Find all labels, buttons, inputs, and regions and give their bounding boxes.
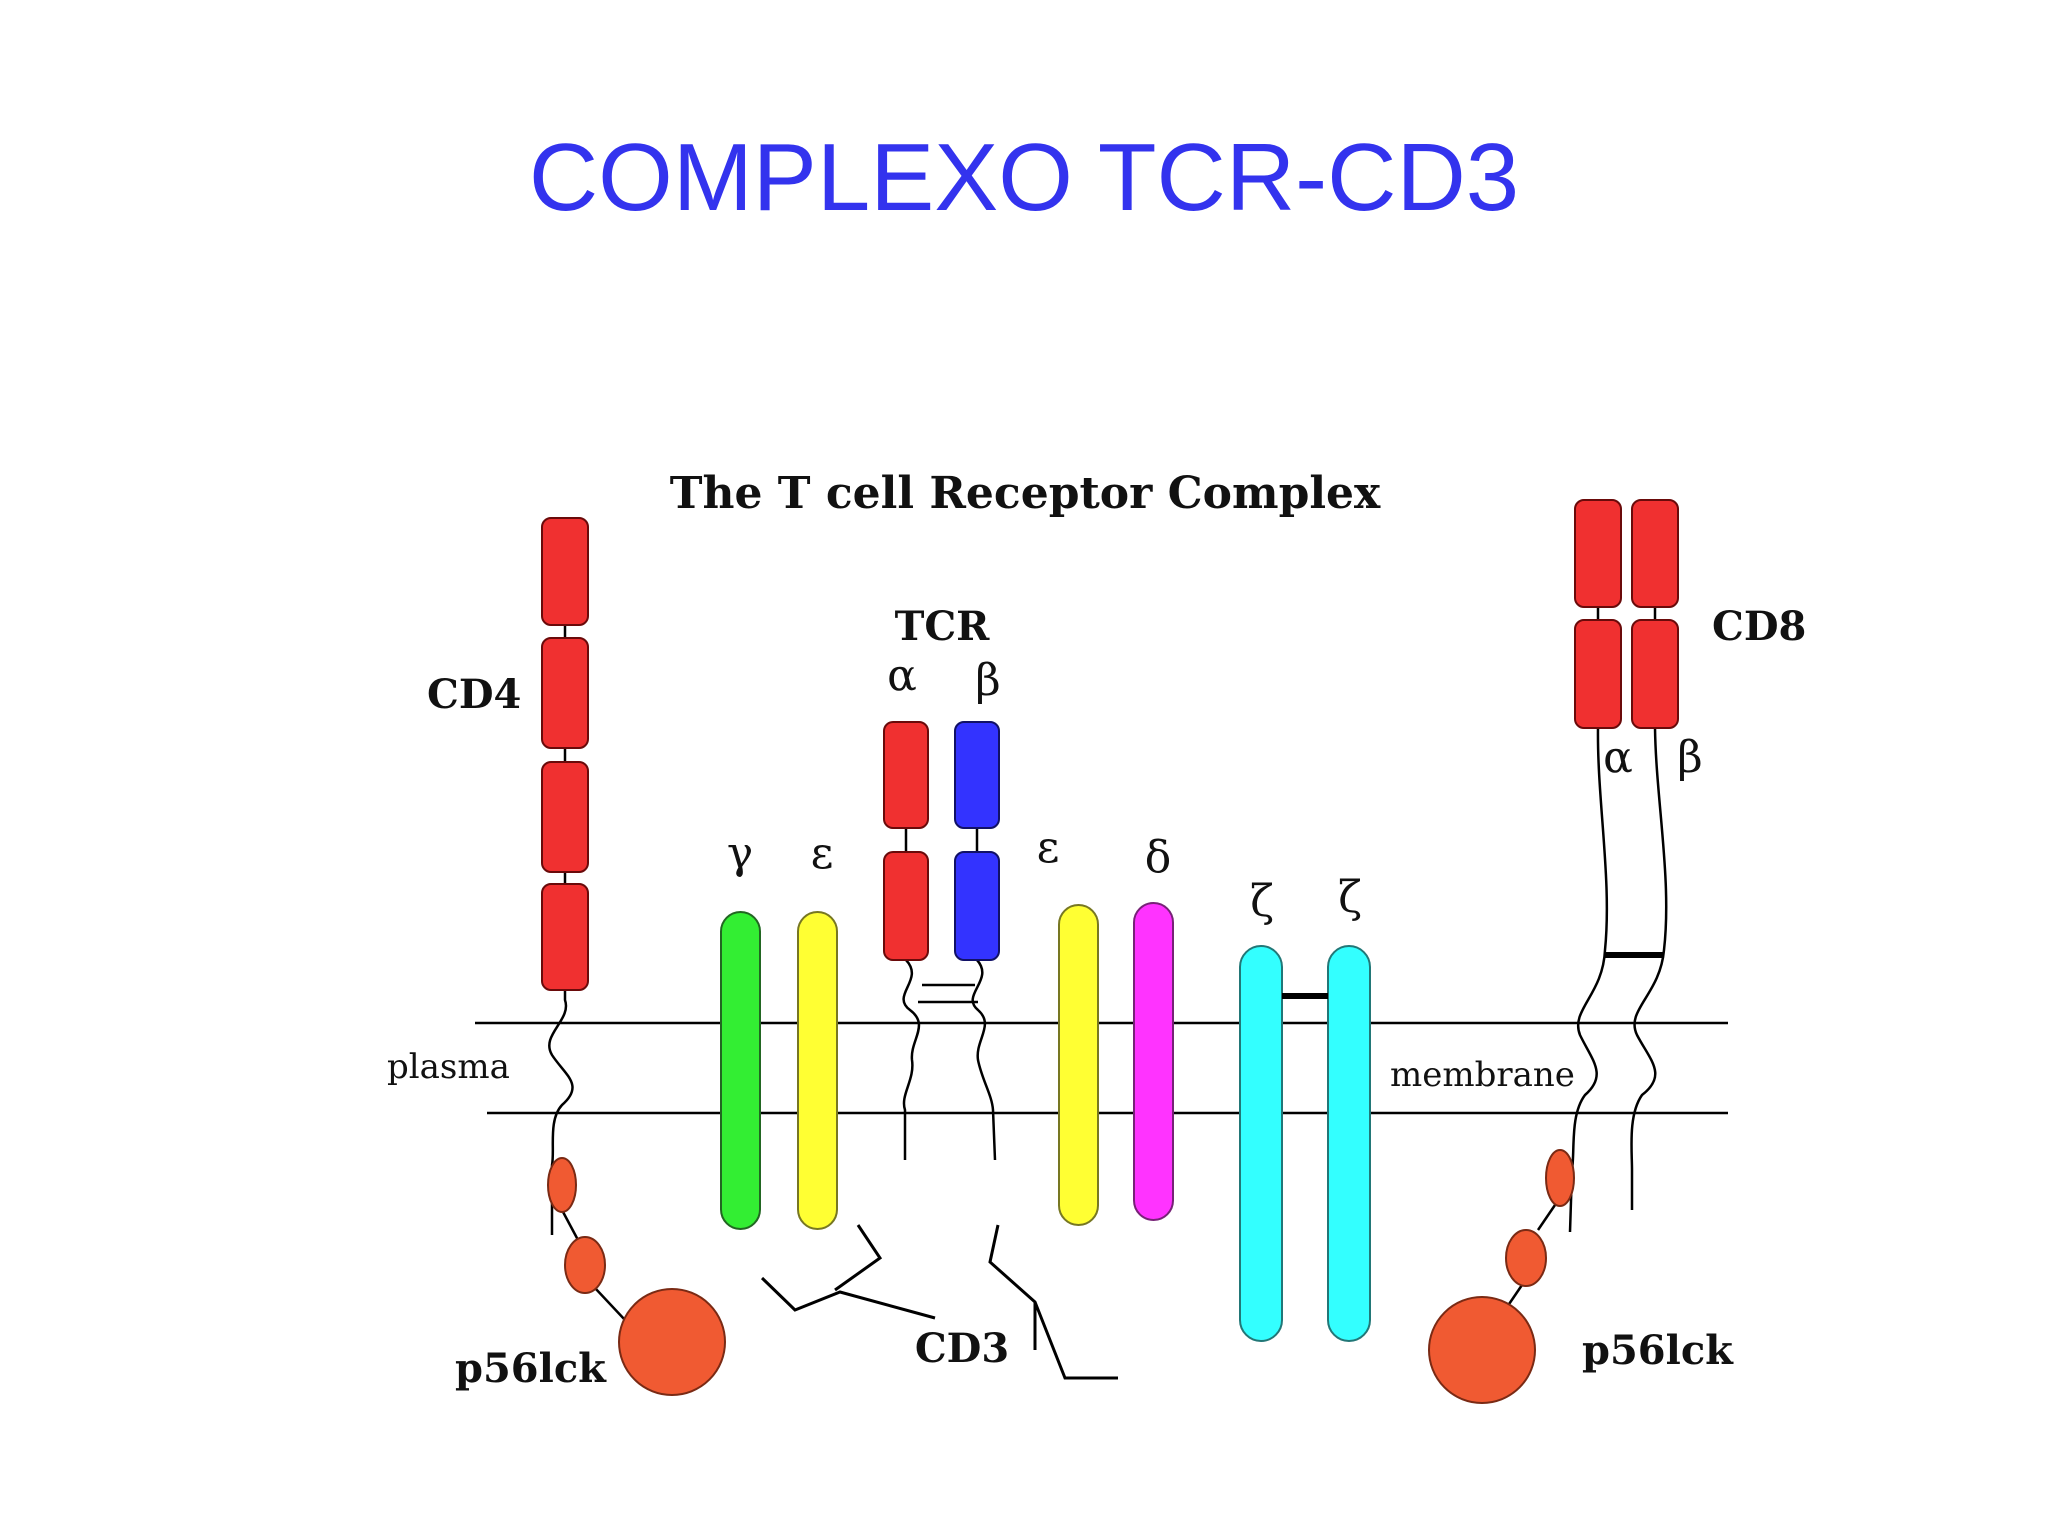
zeta-label-1: ζ: [1250, 876, 1274, 927]
tcr-beta-label: β: [975, 655, 1000, 706]
cd3-epsilon-chain-2: [1058, 904, 1099, 1226]
cd8-beta-domain-1: [1631, 499, 1679, 608]
tcr-alpha-constant: [883, 851, 929, 961]
cd8-label: CD8: [1712, 603, 1806, 650]
lck-domain-right-2: [1505, 1229, 1547, 1287]
zeta-chain-2: [1327, 945, 1371, 1342]
zeta-chain-1: [1239, 945, 1283, 1342]
tcr-label: TCR: [895, 603, 991, 650]
cd4-domain-2: [541, 637, 589, 749]
zeta-label-2: ζ: [1338, 872, 1362, 923]
cd8-beta-domain-2: [1631, 619, 1679, 729]
cd3-label: CD3: [915, 1325, 1009, 1372]
cd3-tails: [760, 1224, 1118, 1380]
lck-domain-left-2: [564, 1236, 606, 1294]
cd4-molecule: CD4: [427, 517, 589, 1235]
cd4-domain-1: [541, 517, 589, 626]
cd3-epsilon-chain-1: [797, 911, 838, 1230]
cd3-epsilon-delta: ε δ: [1037, 822, 1174, 1226]
cd8-alpha-label: α: [1603, 732, 1633, 783]
plasma-label: plasma: [387, 1047, 510, 1087]
membrane-label: membrane: [1390, 1055, 1575, 1095]
cd4-label: CD4: [427, 671, 521, 718]
cd4-domain-3: [541, 761, 589, 873]
p56lck-right-label: p56lck: [1582, 1327, 1734, 1374]
cd8-alpha-domain-1: [1574, 499, 1622, 608]
lck-kinase-right: [1428, 1296, 1536, 1404]
cd3-delta-label: δ: [1145, 832, 1172, 883]
tcr-beta-variable: [954, 721, 1000, 829]
cd3-delta-chain: [1133, 902, 1174, 1221]
diagram-title: The T cell Receptor Complex: [670, 468, 1381, 519]
slide-title: COMPLEXO TCR-CD3: [528, 124, 1520, 231]
cd3-epsilon-label-2: ε: [1037, 822, 1060, 873]
lck-domain-left-1: [547, 1157, 577, 1213]
cd8-beta-label: β: [1677, 732, 1702, 783]
cd3-epsilon-label-1: ε: [811, 828, 834, 879]
p56lck-left: p56lck: [455, 1157, 726, 1396]
cd4-domain-4: [541, 883, 589, 991]
tcr-heterodimer: TCR α β: [883, 603, 1001, 1161]
tcr-alpha-label: α: [887, 650, 917, 701]
cd8-molecule: CD8 α β: [1568, 499, 1806, 1233]
zeta-dimer: ζ ζ: [1239, 872, 1371, 1342]
cd3-gamma-epsilon: γ ε: [720, 828, 838, 1230]
cd8-alpha-domain-2: [1574, 619, 1622, 729]
lck-domain-right-1: [1545, 1149, 1575, 1207]
tcr-alpha-variable: [883, 721, 929, 829]
lck-kinase-left: [618, 1288, 726, 1396]
p56lck-right: p56lck: [1428, 1149, 1734, 1404]
tcr-beta-constant: [954, 851, 1000, 961]
cd3-gamma-label: γ: [727, 828, 753, 879]
p56lck-left-label: p56lck: [455, 1345, 607, 1392]
plasma-membrane: [475, 1021, 1728, 1115]
cd3-gamma-chain: [720, 911, 761, 1230]
